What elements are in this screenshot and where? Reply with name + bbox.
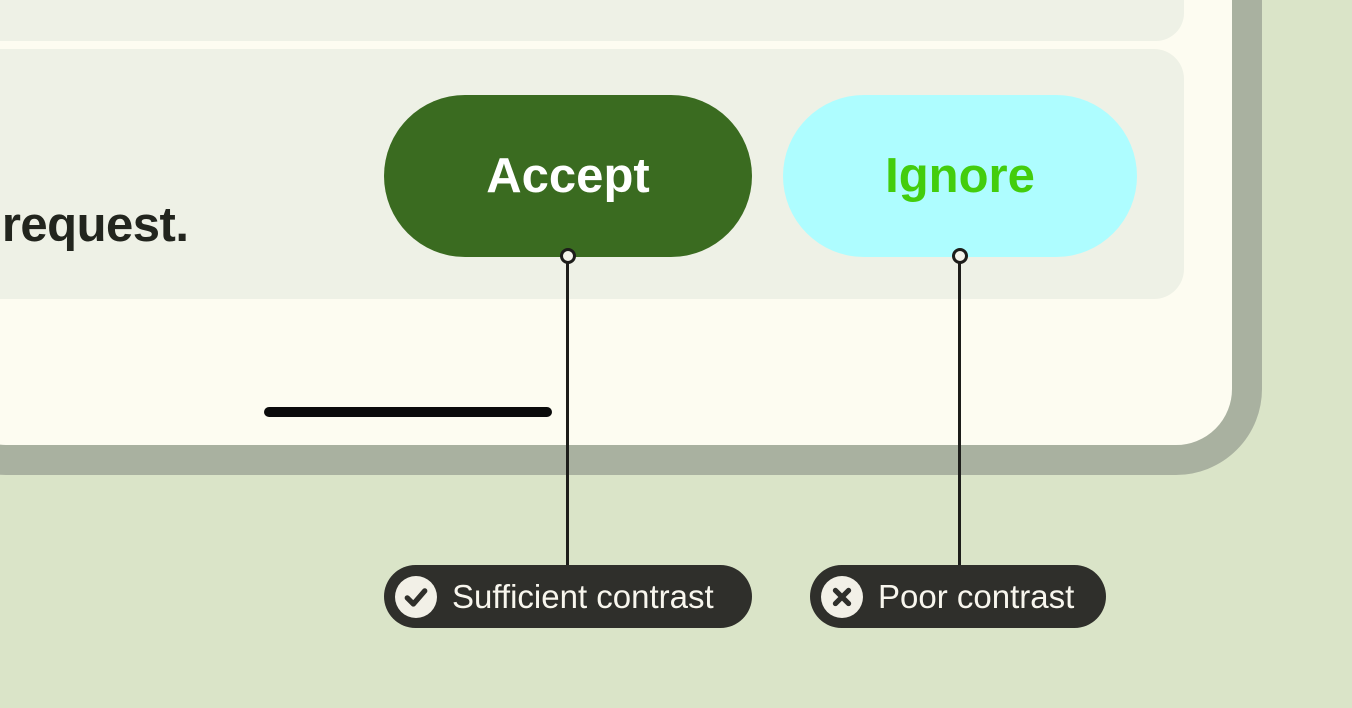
ignore-button[interactable]: Ignore: [783, 95, 1137, 257]
home-indicator[interactable]: [264, 407, 552, 417]
connector-line-accept: [566, 257, 569, 566]
accept-button[interactable]: Accept: [384, 95, 752, 257]
check-circle-icon: [395, 575, 437, 618]
sufficient-contrast-callout: Sufficient contrast: [384, 565, 752, 628]
surface-card-top: [0, 0, 1184, 41]
connector-line-ignore: [958, 257, 961, 566]
message-text: a request.: [0, 198, 189, 252]
callout-label: Poor contrast: [878, 577, 1075, 615]
x-circle-icon: [821, 575, 863, 618]
connector-dot-ignore: [952, 248, 968, 264]
callout-label: Sufficient contrast: [452, 577, 714, 615]
connector-dot-accept: [560, 248, 576, 264]
poor-contrast-callout: Poor contrast: [810, 565, 1106, 628]
